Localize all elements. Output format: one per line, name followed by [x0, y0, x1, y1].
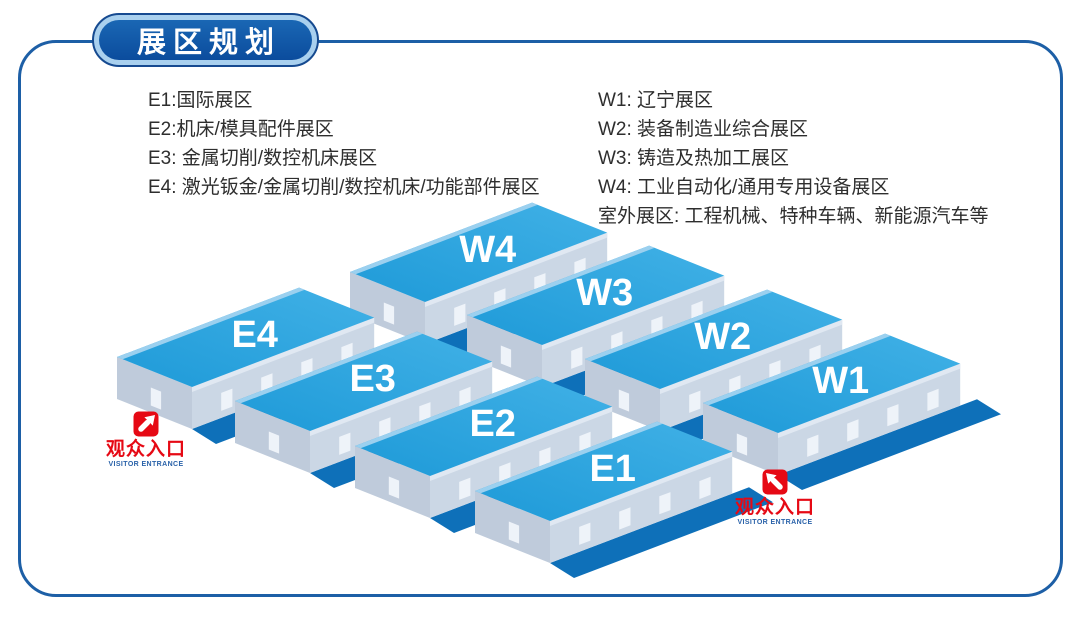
hall-E2-front-face	[430, 406, 613, 518]
legend-item-e1: E1:国际展区	[148, 90, 253, 111]
hall-W1-door	[927, 388, 939, 412]
legend-east-halls: E1:国际展区 E2:机床/模具配件展区 E3: 金属切削/数控机床展区 E4:…	[148, 86, 540, 202]
hall-E3-roof	[235, 331, 493, 431]
hall-W2-label: W2	[694, 316, 751, 358]
hall-E3-door	[268, 431, 280, 454]
hall-E3-eave	[310, 361, 493, 436]
hall-W4-eave	[425, 232, 608, 307]
hall-E4-eave	[192, 317, 375, 392]
hall-E4-door	[221, 388, 233, 411]
hall-E1-label: E1	[589, 448, 635, 490]
hall-W3-roof	[467, 245, 725, 345]
hall-E1-door	[508, 521, 520, 544]
hall-W2-roof	[585, 289, 843, 389]
legend-item-outdoor: 室外展区: 工程机械、特种车辆、新能源汽车等	[598, 206, 989, 227]
hall-W2-door	[689, 390, 701, 413]
hall-W1-door	[887, 404, 899, 427]
entrance-label: 观众入口	[105, 439, 186, 460]
hall-W3-door	[571, 346, 583, 369]
hall-W1-label: W1	[812, 360, 869, 402]
hall-W3-roof-rim	[467, 245, 655, 318]
hall-E1-shadow	[550, 487, 773, 578]
hall-E2-roof	[355, 376, 613, 476]
hall-E1-roof	[475, 421, 733, 521]
hall-E1-eave	[550, 451, 733, 526]
hall-E3-label: E3	[349, 358, 395, 400]
hall-W4-roof	[350, 202, 608, 302]
hall-W1-eave	[778, 363, 961, 438]
legend-item-e3: E3: 金属切削/数控机床展区	[148, 148, 378, 169]
entrance-sublabel: VISITOR ENTRANCE	[737, 519, 813, 526]
hall-E3-door	[339, 432, 351, 455]
hall-E4-door	[150, 387, 162, 410]
hall-W4-roof-rim	[350, 202, 538, 275]
entrance-sublabel: VISITOR ENTRANCE	[108, 461, 184, 468]
hall-W1-door	[807, 434, 819, 457]
hall-E1-front-face	[550, 451, 733, 563]
legend-item-e2: E2:机床/模具配件展区	[148, 119, 334, 140]
page-title: 展区规划	[136, 27, 281, 59]
entrance-label: 观众入口	[734, 497, 815, 518]
legend-item-w3: W3: 铸造及热加工展区	[598, 148, 790, 169]
title-badge: 展区规划	[92, 13, 319, 67]
hall-E2-door	[388, 476, 400, 499]
hall-E3-front-face	[310, 361, 493, 473]
hall-W2-roof-rim	[585, 289, 773, 362]
hall-W2-door	[618, 389, 630, 412]
entrance-arrow-ne-icon	[133, 411, 159, 437]
hall-W4-door	[454, 303, 466, 326]
hall-W1-roof	[703, 333, 961, 433]
hall-W3-label: W3	[576, 272, 633, 314]
hall-W3-door	[500, 345, 512, 368]
legend-item-w4: W4: 工业自动化/通用专用设备展区	[598, 177, 890, 198]
hall-E2-eave	[430, 406, 613, 481]
hall-E1-door	[619, 507, 631, 530]
legend-item-w1: W1: 辽宁展区	[598, 90, 714, 111]
hall-E1: E1	[475, 421, 773, 578]
hall-E3-roof-rim	[235, 331, 423, 404]
hall-E1-door	[659, 492, 671, 515]
hall-W1-door	[847, 419, 859, 442]
hall-E4-roof	[117, 287, 375, 387]
hall-W1-door	[736, 433, 748, 456]
hall-E2-door	[459, 477, 471, 500]
hall-E2-roof-rim	[355, 376, 543, 449]
hall-E1-roof-rim	[475, 421, 663, 494]
hall-W3-eave	[542, 275, 725, 350]
hall-E1-door	[699, 476, 711, 500]
hall-W1-roof-rim	[703, 333, 891, 406]
plan-border-frame	[18, 40, 1063, 597]
hall-W1-shadow	[778, 399, 1001, 490]
hall-W4-label: W4	[459, 229, 516, 271]
hall-E4-roof-rim	[117, 287, 305, 360]
hall-W1-front-face	[778, 363, 961, 475]
hall-E4-label: E4	[231, 314, 277, 356]
hall-E1-door	[579, 522, 591, 545]
legend-west-halls: W1: 辽宁展区 W2: 装备制造业综合展区 W3: 铸造及热加工展区 W4: …	[598, 86, 989, 231]
hall-E2-label: E2	[469, 403, 515, 445]
hall-W2-eave	[660, 319, 843, 394]
legend-item-w2: W2: 装备制造业综合展区	[598, 119, 809, 140]
legend-item-e4: E4: 激光钣金/金属切削/数控机床/功能部件展区	[148, 177, 540, 198]
title-badge-inner: 展区规划	[99, 20, 312, 60]
hall-W4-door	[383, 302, 395, 325]
hall-W1: W1	[703, 333, 1001, 490]
entrance-arrow-nw-icon	[762, 469, 788, 495]
